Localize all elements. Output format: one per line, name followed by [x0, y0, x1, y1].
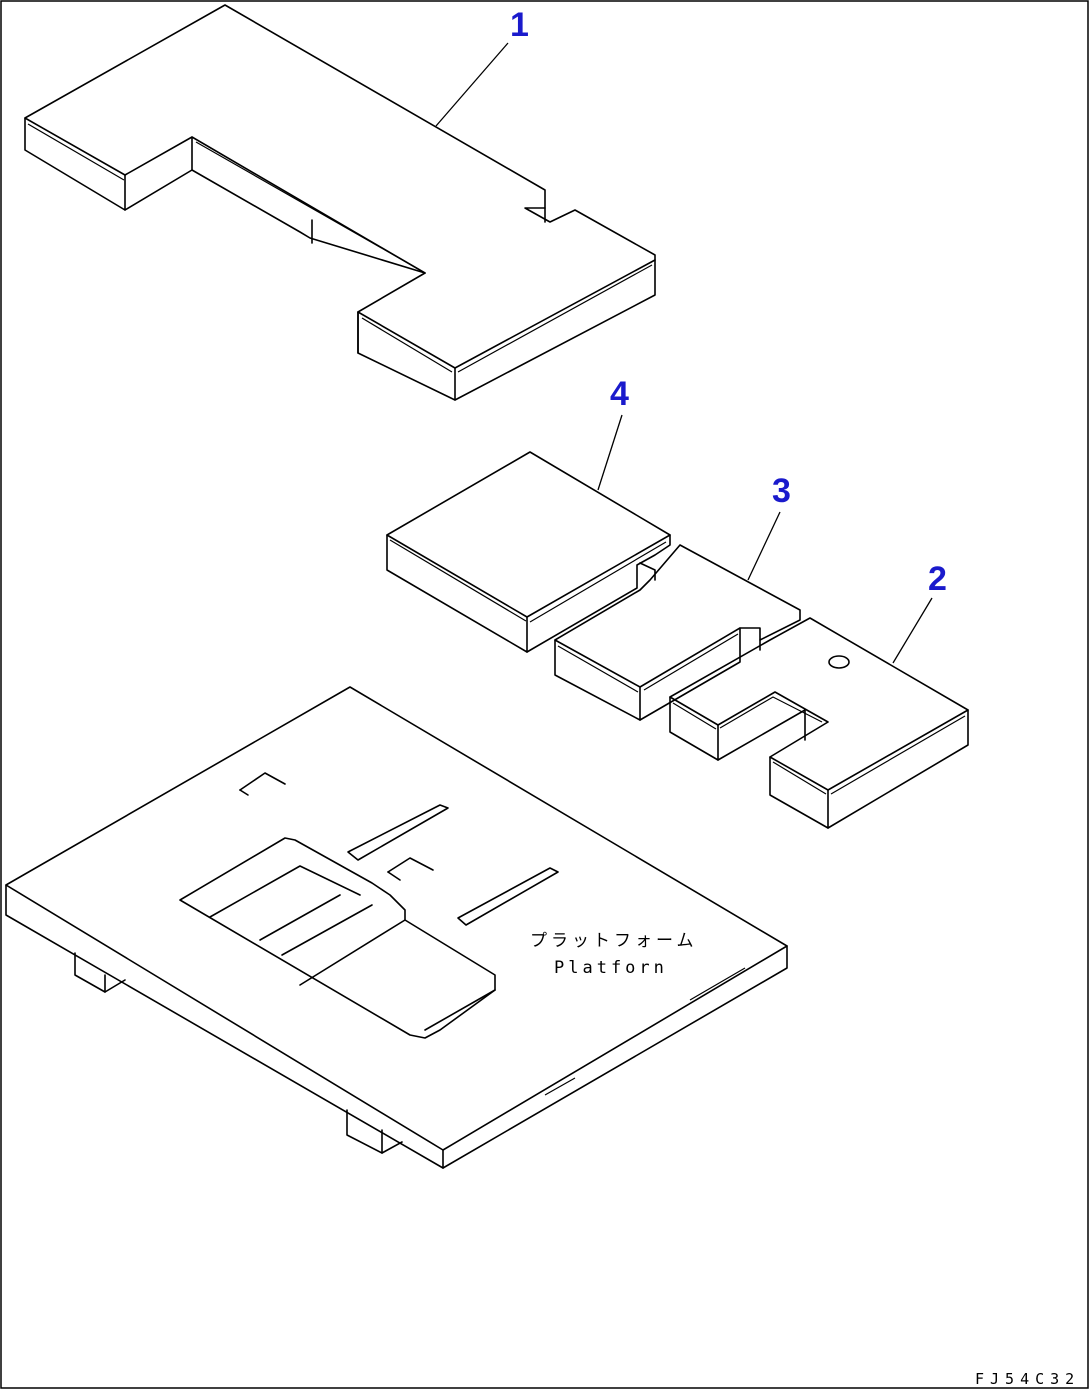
figure-code: FJ54C32 [975, 1370, 1080, 1388]
platform-base [5, 686, 788, 1169]
callout-3: 3 [772, 472, 791, 510]
part-3-block [554, 544, 801, 721]
platform-label-en: Platforn [554, 958, 668, 978]
leader-line-4 [597, 414, 623, 491]
part-1-mat [24, 4, 656, 401]
leader-line-1 [435, 42, 509, 127]
callout-2: 2 [928, 560, 947, 598]
leader-line-2 [892, 597, 933, 664]
part-4-block [386, 451, 671, 653]
part-2-block [669, 617, 969, 829]
callout-4: 4 [610, 375, 629, 413]
platform-label-jp: プラットフォーム [530, 931, 698, 951]
callout-1: 1 [510, 6, 529, 44]
leader-line-3 [747, 511, 781, 581]
